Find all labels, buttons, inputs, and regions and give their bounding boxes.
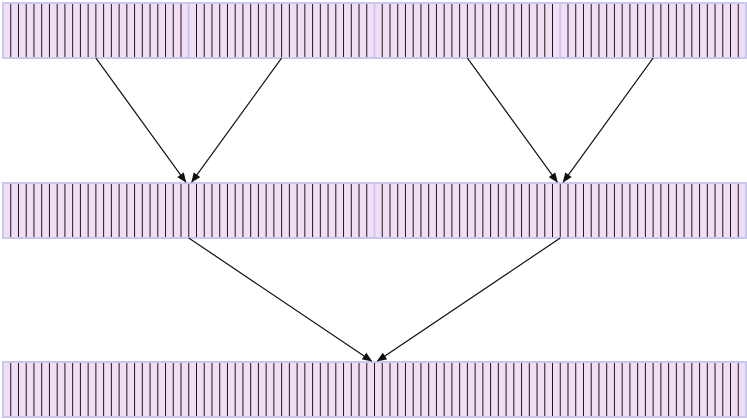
array-segment (559, 2, 747, 59)
array-row-2 (2, 361, 747, 418)
merge-arrow (95, 57, 187, 183)
array-segment (187, 2, 376, 59)
merge-arrow (376, 237, 561, 362)
merge-arrow (191, 57, 283, 183)
merge-arrow (562, 57, 654, 183)
array-segment (2, 361, 747, 418)
array-segment (2, 2, 190, 59)
merge-arrow (188, 237, 373, 362)
array-segment (373, 182, 747, 239)
array-row-1 (2, 182, 747, 239)
array-row-0 (2, 2, 747, 59)
array-segment (373, 2, 562, 59)
arrows-layer (95, 57, 654, 362)
merge-arrow (466, 57, 558, 183)
array-segment (2, 182, 376, 239)
